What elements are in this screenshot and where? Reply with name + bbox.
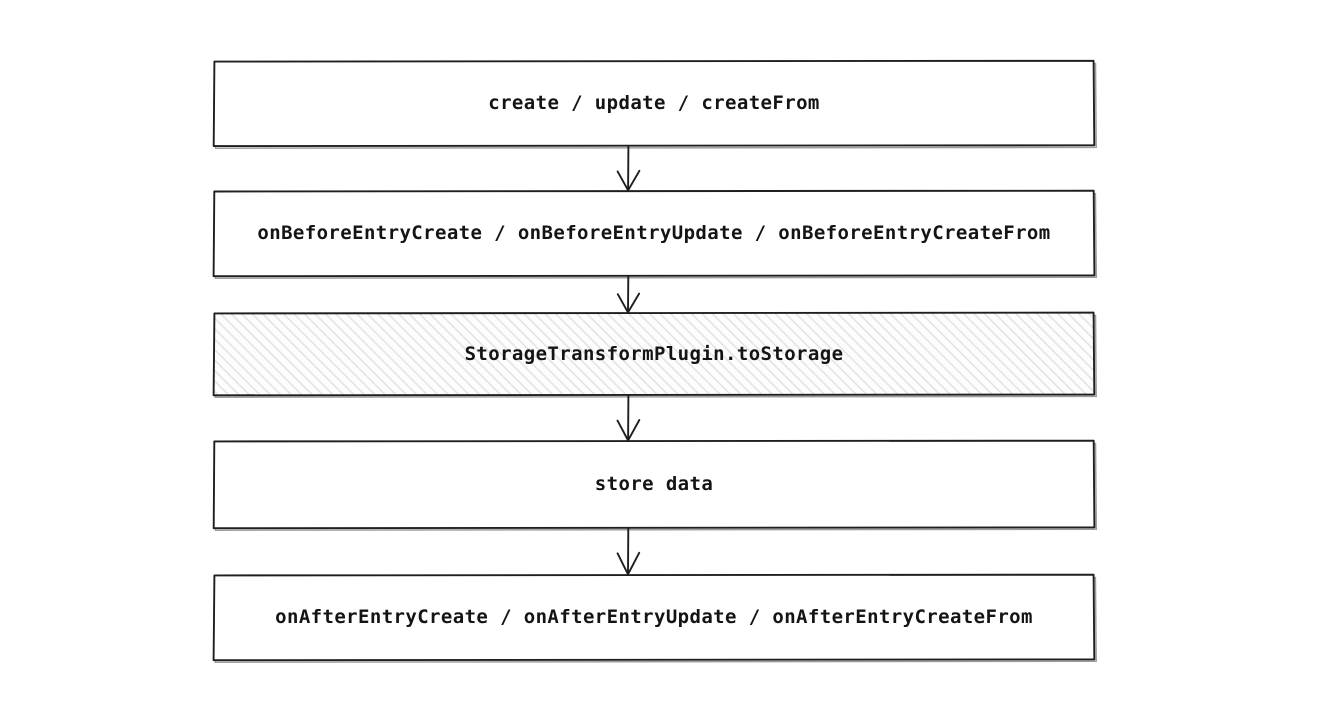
flow-node-create-update-createfrom[interactable]: create / update / createFrom <box>214 61 1094 146</box>
node-label-n3: store data <box>594 472 714 495</box>
edge-arrow-e1 <box>616 275 641 314</box>
node-box-n2[interactable] <box>212 311 1097 398</box>
node-label-n1: onBeforeEntryCreate / onBeforeEntryUpdat… <box>257 222 1051 244</box>
node-box-n1[interactable] <box>212 189 1098 279</box>
flow-node-on-before-entry-hooks[interactable]: onBeforeEntryCreate / onBeforeEntryUpdat… <box>214 191 1094 276</box>
flow-node-on-after-entry-hooks[interactable]: onAfterEntryCreate / onAfterEntryUpdate … <box>214 575 1094 659</box>
flow-node-storage-transform-plugin-tostorage[interactable]: StorageTransformPlugin.toStorage <box>214 313 1094 395</box>
node-label-n2: StorageTransformPlugin.toStorage <box>464 342 844 365</box>
node-box-n4[interactable] <box>212 573 1097 663</box>
edge-arrow-e2 <box>616 394 641 442</box>
node-box-n3[interactable] <box>212 439 1098 531</box>
edge-arrow-e3 <box>616 527 641 576</box>
edge-arrow-e0 <box>616 145 641 192</box>
node-box-n0[interactable] <box>212 59 1097 149</box>
node-label-n0: create / update / createFrom <box>488 92 820 114</box>
node-label-n4: onAfterEntryCreate / onAfterEntryUpdate … <box>275 605 1033 628</box>
flow-node-store-data[interactable]: store data <box>214 441 1094 527</box>
